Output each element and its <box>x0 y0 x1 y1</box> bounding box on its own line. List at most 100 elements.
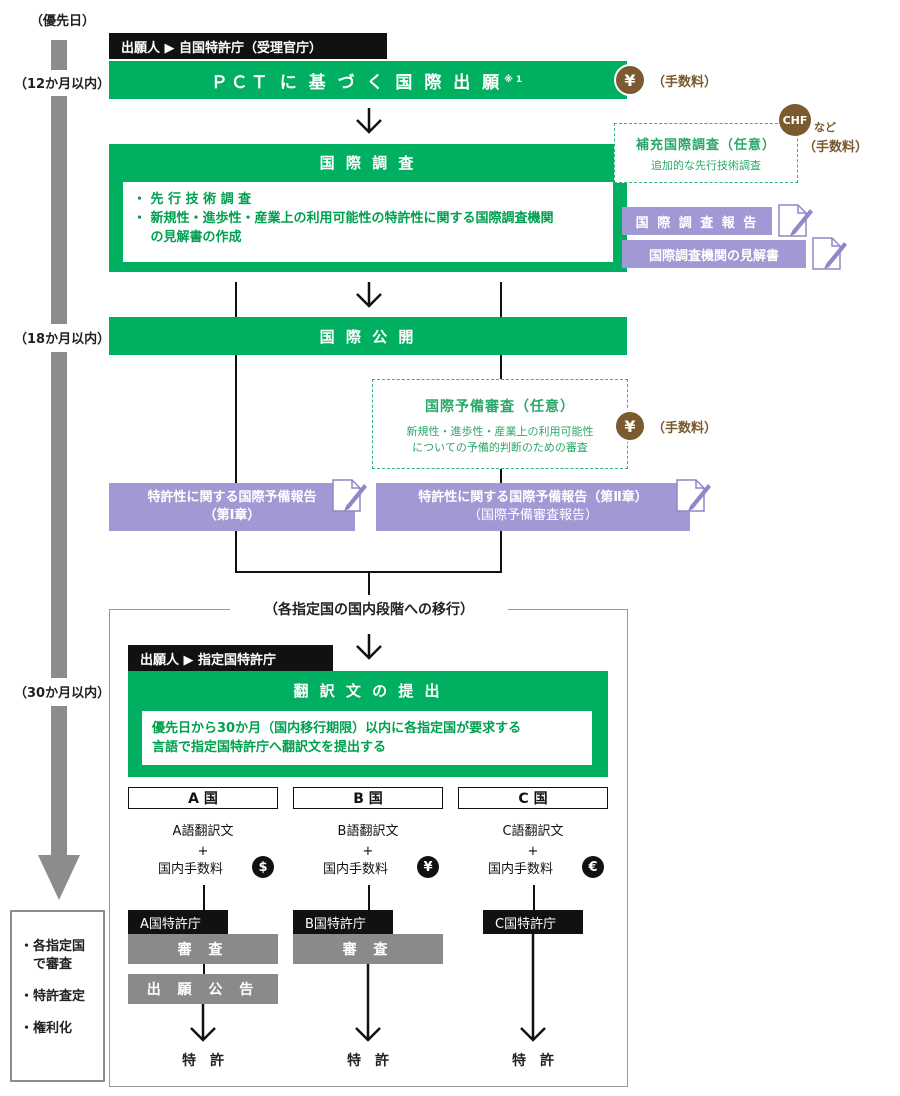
country-a-examination: 審 査 <box>128 934 278 964</box>
pct-note: ※1 <box>504 75 526 85</box>
preliminary-exam-desc: 新規性・進歩性・産業上の利用可能性 についての予備的判断のための審査 <box>373 424 627 456</box>
connector-line <box>533 885 535 910</box>
chf-coin-icon: CHF <box>779 104 811 136</box>
country-a-office: A国特許庁 <box>128 910 228 934</box>
written-opinion-box: 国際調査機関の見解書 <box>622 240 806 268</box>
preliminary-exam-desc-line: 新規性・進歩性・産業上の利用可能性 <box>406 425 594 438</box>
country-c-patent: 特 許 <box>512 1053 554 1069</box>
euro-coin-icon: € <box>582 856 604 878</box>
period-12-months: （12か月以内） <box>14 77 111 92</box>
preliminary-exam-box: 国際予備審査（任意） 新規性・進歩性・産業上の利用可能性 についての予備的判断の… <box>372 379 628 469</box>
country-a-publication: 出 願 公 告 <box>128 974 278 1004</box>
plus-sign: + <box>527 844 539 859</box>
pct-filing-label: ＰＣＴ に 基 づ く 国 際 出 願 <box>210 72 503 93</box>
final-item: ・権利化 <box>20 1021 73 1036</box>
period-18-months: （18か月以内） <box>14 332 111 347</box>
pct-filing-box: ＰＣＴ に 基 づ く 国 際 出 願※1 <box>109 61 627 99</box>
translation-submission-box: 翻 訳 文 の 提 出 優先日から30か月（国内移行期限）以内に各指定国が要求す… <box>128 671 608 777</box>
translation-submission-line: 優先日から30か月（国内移行期限）以内に各指定国が要求する <box>152 721 522 736</box>
country-c-label: C 国 <box>458 787 608 809</box>
timeline-bar <box>51 40 67 70</box>
applicant-to-designated-office: 出願人 ▶ 指定国特許庁 <box>128 645 333 671</box>
iprp-chapter2-subtitle: （国際予備審査報告） <box>467 508 598 523</box>
connector-line <box>203 964 205 974</box>
translation-submission-detail: 優先日から30か月（国内移行期限）以内に各指定国が要求する 言語で指定国特許庁へ… <box>142 711 592 765</box>
connector-line <box>500 355 502 379</box>
country-a-fee: 国内手数料 <box>158 862 224 877</box>
fee-label: （手数料） <box>652 421 718 436</box>
country-c-office: C国特許庁 <box>483 910 583 934</box>
document-pen-icon <box>332 479 367 512</box>
connector-line <box>235 282 237 318</box>
search-report-box: 国 際 調 査 報 告 <box>622 207 772 235</box>
iprp-chapter1-title: 特許性に関する国際予備報告 <box>147 490 317 505</box>
country-b-office: B国特許庁 <box>293 910 393 934</box>
yen-coin-icon: ¥ <box>614 410 646 442</box>
fee-label: （手数料） <box>652 75 718 90</box>
international-search-title: 国 際 調 査 <box>319 153 417 172</box>
iprp-chapter1-subtitle: （第Ⅰ章） <box>203 508 261 523</box>
international-search-detail: ・ 先 行 技 術 調 査 ・ 新規性・進歩性・産業上の利用可能性の特許性に関す… <box>123 182 613 262</box>
search-item: ・ 先 行 技 術 調 査 <box>133 192 252 207</box>
country-b-label: B 国 <box>293 787 443 809</box>
country-a-label: A 国 <box>128 787 278 809</box>
yen-coin-icon: ¥ <box>614 64 646 96</box>
supplementary-search-title: 補充国際調査（任意） <box>635 138 776 153</box>
national-phase-entry-label: （各指定国の国内段階への移行） <box>230 598 508 620</box>
country-c-fee: 国内手数料 <box>488 862 554 877</box>
plus-sign: + <box>362 844 374 859</box>
connector-line <box>500 531 502 573</box>
connector-line <box>235 531 237 573</box>
search-item: ・ 新規性・進歩性・産業上の利用可能性の特許性に関する国際調査機関 <box>133 211 554 226</box>
applicant-to-receiving-office: 出願人 ▶ 自国特許庁（受理官庁） <box>109 33 387 59</box>
final-item: で審査 <box>20 957 73 972</box>
supplementary-search-box: 補充国際調査（任意） 追加的な先行技術調査 <box>614 123 798 183</box>
search-item: の見解書の作成 <box>133 230 242 245</box>
document-pen-icon <box>812 237 847 270</box>
priority-date-label: （優先日） <box>30 14 96 29</box>
timeline-bar <box>51 352 67 678</box>
iprp-chapter1-box: 特許性に関する国際予備報告 （第Ⅰ章） <box>109 483 355 531</box>
connector-line <box>368 885 370 910</box>
country-b-fee: 国内手数料 <box>323 862 389 877</box>
connector-line <box>500 282 502 318</box>
international-search-box: 国 際 調 査 ・ 先 行 技 術 調 査 ・ 新規性・進歩性・産業上の利用可能… <box>109 144 627 272</box>
timeline-bar <box>51 96 67 324</box>
document-pen-icon <box>778 204 813 237</box>
country-c-translation: C語翻訳文 <box>502 824 564 839</box>
connector-line <box>235 355 237 483</box>
yen-coin-icon: ¥ <box>417 856 439 878</box>
international-publication-box: 国 際 公 開 <box>109 317 627 355</box>
timeline-bar <box>51 706 67 856</box>
country-b-patent: 特 許 <box>347 1053 389 1069</box>
translation-submission-line: 言語で指定国特許庁へ翻訳文を提出する <box>152 740 387 755</box>
iprp-chapter2-box: 特許性に関する国際予備報告（第Ⅱ章） （国際予備審査報告） <box>376 483 690 531</box>
period-30-months: （30か月以内） <box>14 686 111 701</box>
document-pen-icon <box>676 479 711 512</box>
connector-line <box>368 571 370 595</box>
country-b-translation: B語翻訳文 <box>337 824 399 839</box>
country-b-examination: 審 査 <box>293 934 443 964</box>
final-item: ・特許査定 <box>20 989 86 1004</box>
preliminary-exam-desc-line: についての予備的判断のための審査 <box>412 441 588 454</box>
supplementary-search-desc: 追加的な先行技術調査 <box>651 159 761 172</box>
final-outcome-box: ・各指定国 で審査 ・特許査定 ・権利化 <box>10 910 105 1082</box>
preliminary-exam-title: 国際予備審査（任意） <box>425 399 575 415</box>
connector-line <box>500 468 502 483</box>
iprp-chapter2-title: 特許性に関する国際予備報告（第Ⅱ章） <box>418 490 648 505</box>
country-a-translation: A語翻訳文 <box>172 824 234 839</box>
plus-sign: + <box>197 844 209 859</box>
connector-line <box>203 885 205 910</box>
final-item: ・各指定国 <box>20 939 86 954</box>
country-a-patent: 特 許 <box>182 1053 224 1069</box>
translation-submission-title: 翻 訳 文 の 提 出 <box>293 681 443 700</box>
chf-suffix: など <box>814 121 836 134</box>
chf-fee-label: （手数料） <box>803 140 869 155</box>
